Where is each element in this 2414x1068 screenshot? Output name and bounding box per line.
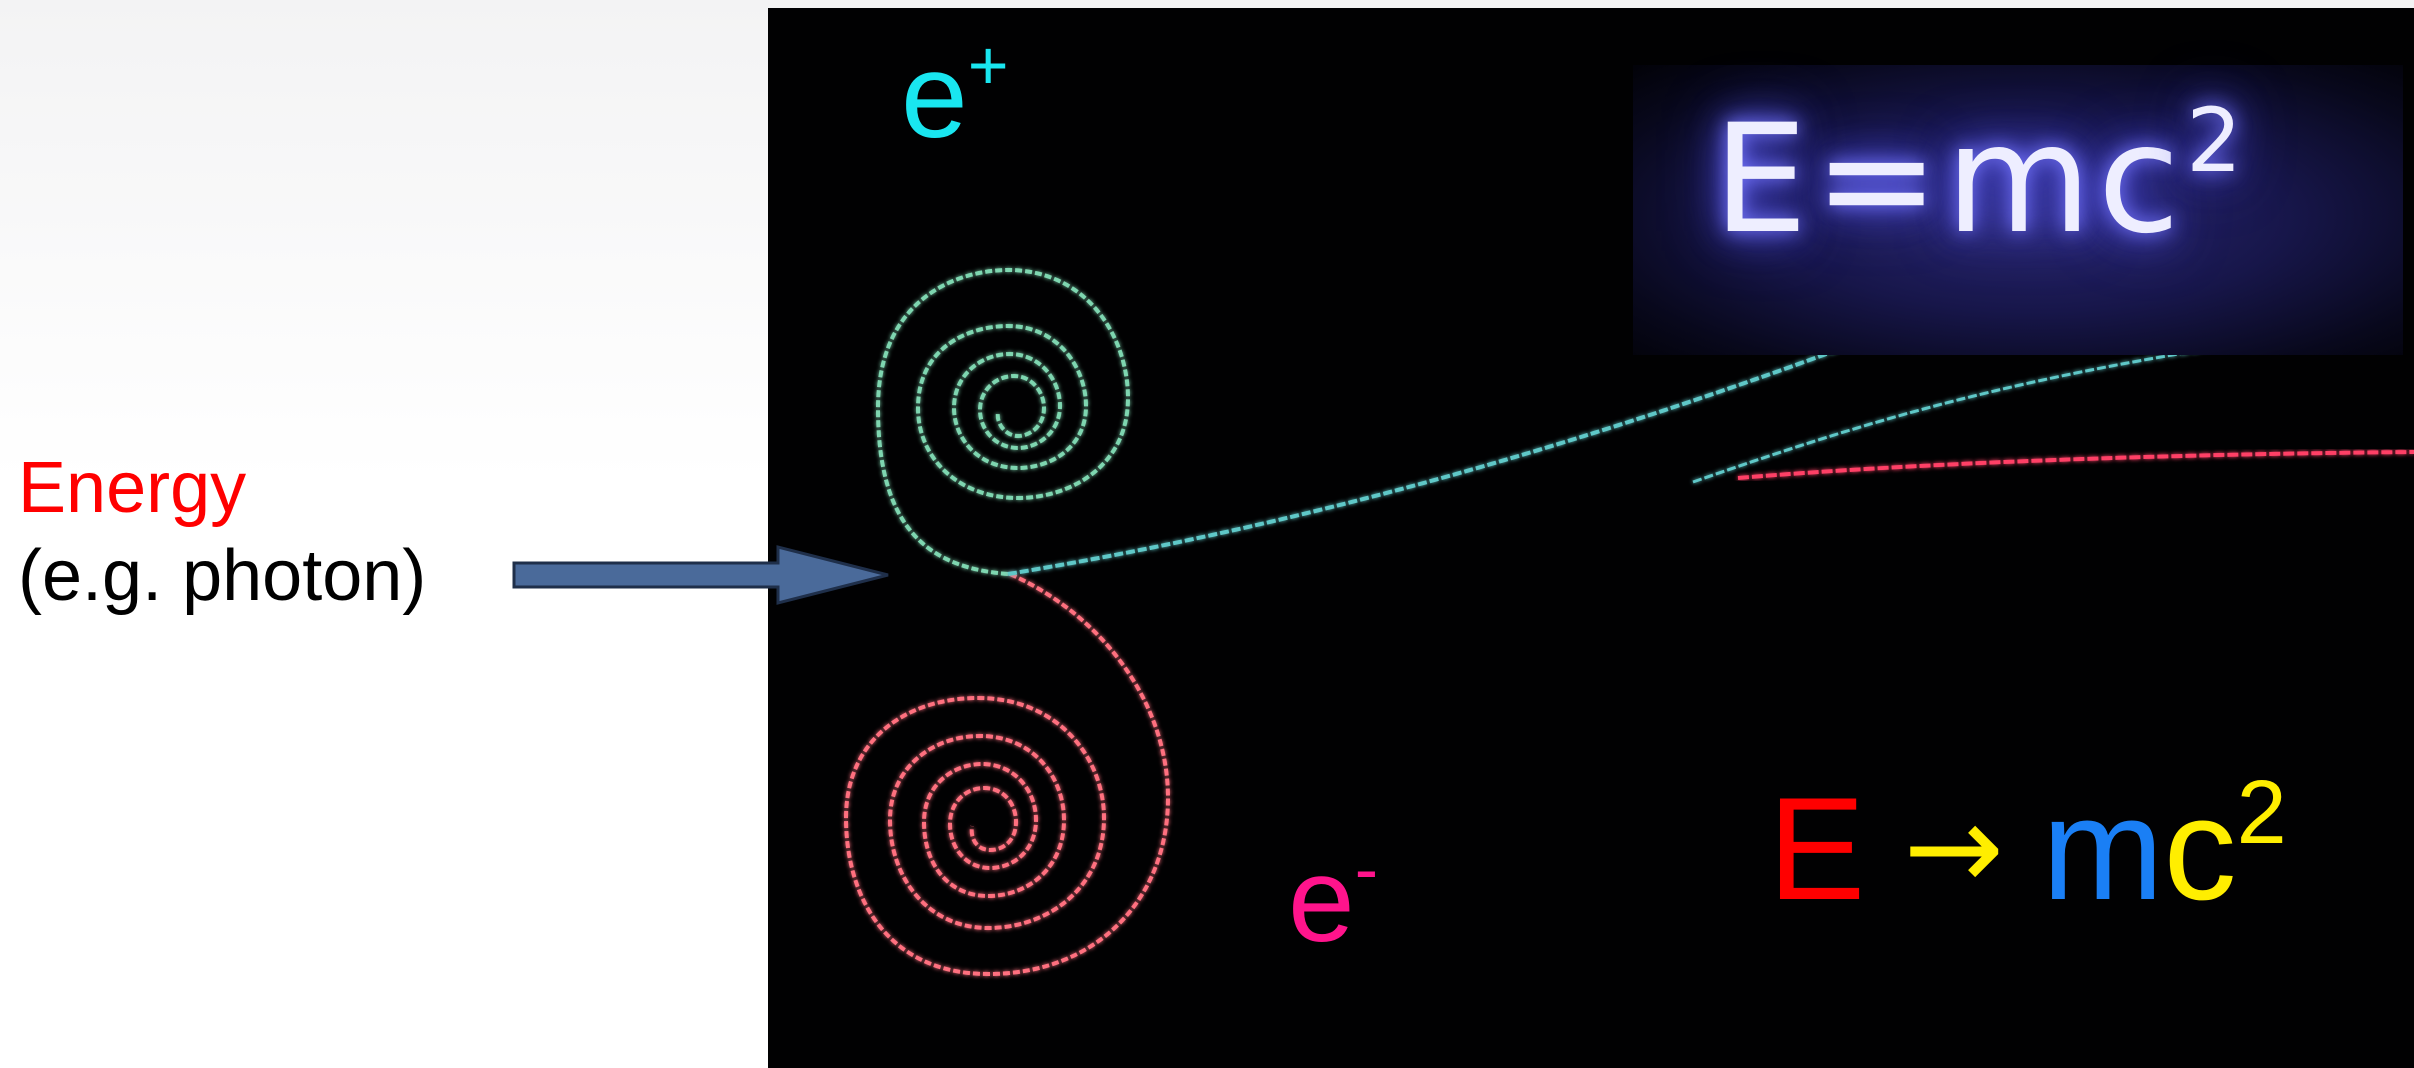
electron-spiral-track <box>843 572 1171 977</box>
positron-base: e <box>901 29 968 163</box>
electron-base: e <box>1288 833 1355 967</box>
electron-charge: - <box>1354 830 1379 908</box>
conversion-arrow: → <box>1903 779 2004 918</box>
bubble-chamber-image: e+ e- E=mc2 E→mc2 <box>768 8 2414 1068</box>
photon-label: (e.g. photon) <box>18 536 427 616</box>
conversion-mass: m <box>2041 767 2164 930</box>
conversion-exponent: 2 <box>2236 763 2287 863</box>
particle-tracks <box>843 267 2414 977</box>
electron-label: e- <box>1288 834 1378 960</box>
energy-mass-conversion: E→mc2 <box>1768 767 2287 930</box>
energy-label: Energy <box>18 448 247 528</box>
red-track <box>1737 450 2414 480</box>
upper-cyan-track <box>1692 344 2229 484</box>
formula-text: E=mc2 <box>1713 97 2248 256</box>
conversion-light: c <box>2163 767 2237 930</box>
formula-base: E=mc <box>1713 93 2187 267</box>
positron-charge: + <box>967 26 1009 104</box>
long-positron-track <box>1007 306 1949 576</box>
positron-spiral-track <box>875 267 1131 576</box>
formula-exponent: 2 <box>2186 89 2249 192</box>
conversion-energy: E <box>1768 767 1866 930</box>
positron-label: e+ <box>901 30 1009 156</box>
formula-inset-image: E=mc2 <box>1633 65 2403 355</box>
energy-arrow-icon <box>512 545 889 605</box>
